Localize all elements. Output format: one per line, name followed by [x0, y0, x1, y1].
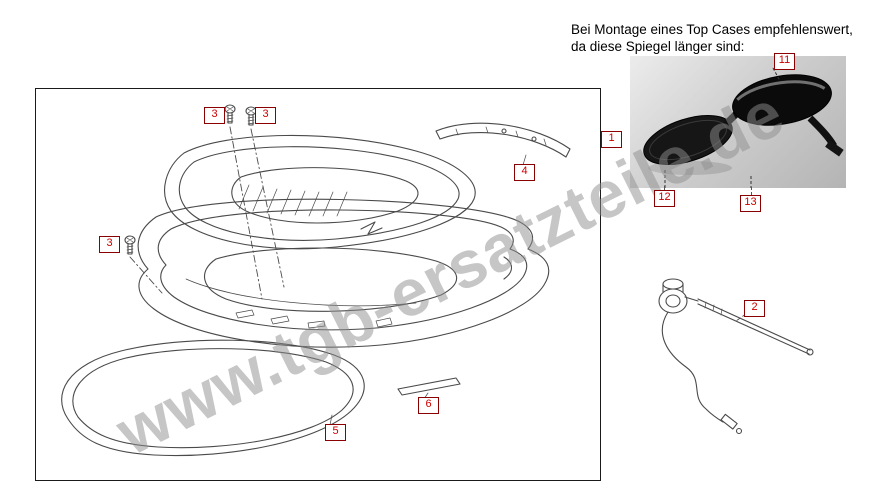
- callout-part-13: 13: [740, 195, 761, 212]
- callout-part-11: 11: [774, 53, 795, 70]
- lock-cable-drawing: [658, 278, 814, 435]
- note-line-2: da diese Spiegel länger sind:: [571, 38, 745, 54]
- callout-part-3-top-right: 3: [255, 107, 276, 124]
- leader-line-12b: [664, 186, 665, 190]
- topcase-base: [137, 198, 550, 348]
- callout-part-3-top-left: 3: [204, 107, 225, 124]
- callout-part-5: 5: [325, 424, 346, 441]
- lock-mark: [360, 221, 383, 235]
- note-line-1: Bei Montage eines Top Cases empfehlenswe…: [571, 22, 853, 37]
- callout-part-1: 1: [601, 131, 622, 148]
- lid-hatching: [238, 184, 348, 217]
- main-diagram-box: [35, 88, 601, 481]
- callout-part-12: 12: [654, 190, 675, 207]
- lock-rod: [684, 296, 814, 356]
- mirror-photo: [630, 56, 846, 188]
- callout-part-3-left: 3: [99, 236, 120, 253]
- rubber-strip: [397, 377, 461, 400]
- trim-strip: [435, 122, 571, 166]
- callout-part-6: 6: [418, 397, 439, 414]
- leader-line-13b: [751, 187, 752, 195]
- lock-cable: [661, 311, 743, 435]
- note-text: Bei Montage eines Top Cases empfehlenswe…: [571, 22, 853, 55]
- screw-left: [124, 235, 136, 255]
- base-vents: [235, 309, 393, 329]
- mirror-photo-art: [643, 67, 844, 188]
- mirror-right: [732, 74, 844, 157]
- screw-top-left: [224, 104, 236, 124]
- exploded-view-drawing: [61, 104, 571, 457]
- assembly-axes: [129, 126, 285, 300]
- topcase-lid: [164, 134, 476, 250]
- lock-cylinder: [658, 278, 688, 314]
- callout-part-4: 4: [514, 164, 535, 181]
- leader-line-11: [772, 67, 781, 82]
- callout-part-2: 2: [744, 300, 765, 317]
- seal-ring: [61, 339, 365, 457]
